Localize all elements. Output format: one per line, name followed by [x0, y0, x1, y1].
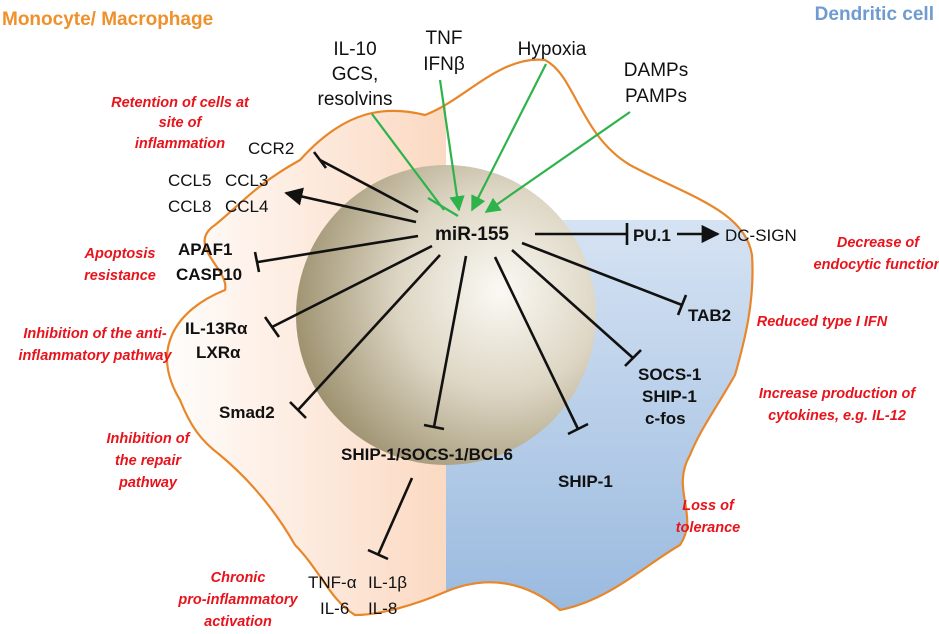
- note-retention-2: site of: [159, 115, 204, 131]
- inhibit-tab2: [521, 241, 683, 307]
- inhibit-apaf1: [257, 234, 419, 264]
- note-antiinf-1: Inhibition of the anti-: [23, 326, 167, 342]
- arrow-il10-tip: [427, 197, 459, 217]
- target-ccr2: CCR2: [248, 139, 294, 158]
- inhibit-il13ra: [271, 244, 433, 329]
- target-pu1: PU.1: [633, 226, 671, 245]
- note-endocytic-1: Decrease of: [837, 235, 921, 251]
- mir155-label: miR-155: [435, 224, 509, 245]
- stim-il10: IL-10: [333, 39, 376, 60]
- target-socs1: SOCS-1: [638, 365, 701, 384]
- note-cytokines-1: Increase production of: [759, 386, 917, 402]
- target-ccl8: CCL8: [168, 197, 211, 216]
- note-tolerance-1: Loss of: [682, 498, 736, 514]
- stim-damps: DAMPs: [624, 60, 688, 81]
- target-smad2: Smad2: [219, 403, 275, 422]
- regulatory-lines: [253, 151, 720, 561]
- mir155-circle: [296, 165, 596, 465]
- inhibit-ship1: [493, 256, 580, 430]
- target-ccl4: CCL4: [225, 197, 268, 216]
- note-apoptosis-1: Apoptosis: [84, 246, 156, 262]
- inhibit-cytokines: [376, 477, 414, 556]
- inhibit-ccr2: [319, 158, 419, 214]
- target-tab2: TAB2: [688, 306, 731, 325]
- stim-pamps: PAMPs: [625, 86, 687, 107]
- target-ship1-dc: SHIP-1: [642, 387, 697, 406]
- note-repair-3: pathway: [118, 475, 178, 491]
- target-ship1: SHIP-1: [558, 472, 613, 491]
- monocyte-header: Monocyte/ Macrophage: [2, 9, 213, 30]
- note-apoptosis-2: resistance: [84, 268, 156, 284]
- annotations: Retention of cells at site of inflammati…: [18, 95, 939, 630]
- target-lxra: LXRα: [196, 343, 241, 362]
- target-tnfa: TNF-α: [308, 573, 357, 592]
- note-chronic-2: pro-inflammatory: [177, 592, 298, 608]
- target-il1b: IL-1β: [368, 573, 407, 592]
- target-il13ra: IL-13Rα: [185, 319, 248, 338]
- dendritic-header: Dendritic cell: [815, 4, 934, 25]
- arrow-il10: [371, 113, 445, 211]
- target-ccl3: CCL3: [225, 171, 268, 190]
- arrow-tnf: [438, 79, 465, 212]
- note-retention-1: Retention of cells at: [111, 95, 250, 111]
- stim-ifnb: IFNβ: [423, 54, 465, 75]
- note-antiinf-2: inflammatory pathway: [18, 348, 172, 364]
- target-dcsign: DC-SIGN: [725, 226, 797, 245]
- targets: CCR2 CCL5 CCL3 CCL8 CCL4 APAF1 CASP10 IL…: [168, 139, 797, 618]
- inhibit-ship-socs-bcl6: [432, 255, 468, 428]
- stimulus-arrows: [371, 63, 631, 217]
- note-repair-2: the repair: [115, 453, 182, 469]
- note-tolerance-2: tolerance: [676, 520, 740, 536]
- target-il6: IL-6: [320, 599, 349, 618]
- stim-hypoxia: Hypoxia: [518, 39, 587, 60]
- stim-gcs: GCS,: [332, 64, 378, 85]
- target-ship-socs-bcl6: SHIP-1/SOCS-1/BCL6: [341, 445, 513, 464]
- note-endocytic-2: endocytic function: [814, 257, 939, 273]
- arrow-damps: [484, 111, 631, 213]
- note-cytokines-2: cytokines, e.g. IL-12: [768, 408, 906, 424]
- activate-ccl: [284, 187, 417, 224]
- target-apaf1: APAF1: [178, 240, 232, 259]
- arrow-hypoxia: [471, 63, 547, 212]
- inhibit-smad2: [297, 254, 441, 411]
- note-chronic-3: activation: [204, 614, 272, 629]
- note-repair-1: Inhibition of: [107, 431, 192, 447]
- stim-resolvins: resolvins: [318, 89, 393, 110]
- target-casp10: CASP10: [176, 265, 242, 284]
- target-ccl5: CCL5: [168, 171, 211, 190]
- stimuli: IL-10 GCS, resolvins TNF IFNβ Hypoxia DA…: [318, 28, 689, 110]
- target-cfos: c-fos: [645, 409, 686, 428]
- note-chronic-1: Chronic: [211, 570, 266, 586]
- inhibit-socs1: [511, 249, 634, 359]
- note-retention-3: inflammation: [135, 136, 225, 152]
- stim-tnf: TNF: [426, 28, 463, 49]
- cell-outline: [165, 58, 754, 617]
- target-il8: IL-8: [368, 599, 397, 618]
- note-ifn: Reduced type I IFN: [757, 314, 888, 330]
